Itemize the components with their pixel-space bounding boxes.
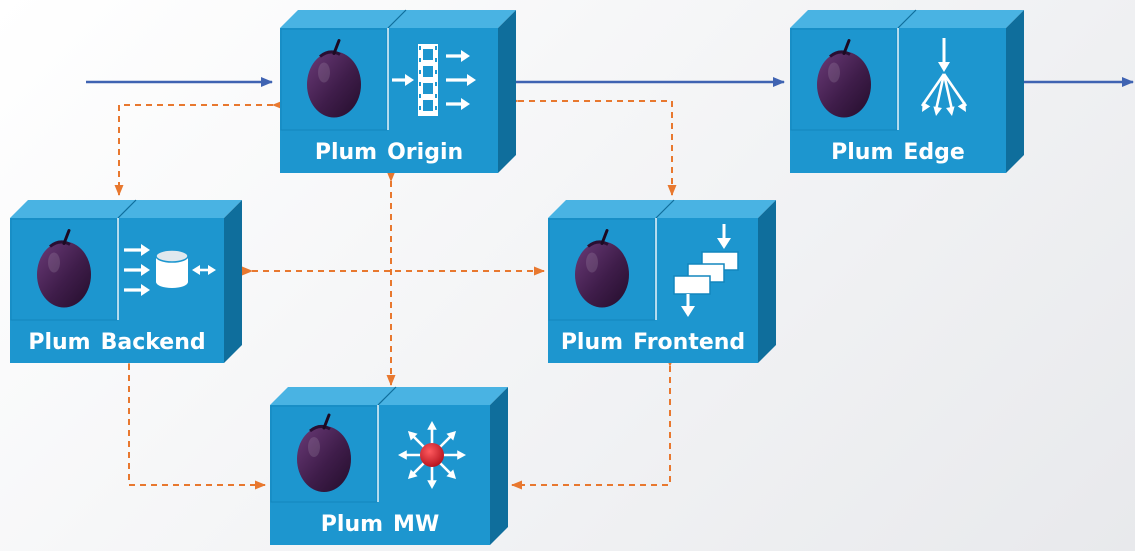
stacked-pages-icon	[673, 224, 739, 317]
node-label-word2: Edge	[903, 140, 964, 165]
node-side-face	[758, 200, 776, 363]
node-label: Plum Backend	[28, 330, 205, 355]
node-top-face	[270, 387, 508, 405]
node-label: Plum Frontend	[561, 330, 745, 355]
node-label: Plum MW	[321, 512, 439, 537]
backend-mw-connector	[124, 354, 266, 490]
node-edge: Plum Edge	[790, 9, 1024, 173]
node-side-face	[1006, 10, 1024, 173]
plum-icon	[307, 39, 361, 118]
node-label: Plum Edge	[831, 140, 965, 165]
node-top-face	[280, 10, 516, 28]
fan-out-arrows-icon	[920, 38, 968, 116]
node-label-word1: Plum	[315, 140, 377, 165]
node-top-face	[10, 200, 242, 218]
node-side-face	[224, 200, 242, 363]
node-label-word1: Plum	[28, 330, 90, 355]
database-icon	[124, 244, 216, 296]
node-backend: Plum Backend	[10, 199, 242, 363]
plum-icon	[37, 229, 91, 308]
node-label-word2: Origin	[387, 140, 463, 165]
plum-icon	[297, 413, 351, 492]
node-top-face	[548, 200, 776, 218]
node-label-word1: Plum	[831, 140, 893, 165]
node-label-word1: Plum	[561, 330, 623, 355]
node-mw: Plum MW	[270, 386, 508, 545]
dashed-connections	[114, 96, 677, 490]
node-label: Plum Origin	[315, 140, 463, 165]
node-side-face	[490, 387, 508, 545]
origin-backend-connector	[114, 100, 283, 196]
node-label-word2: Backend	[101, 330, 206, 355]
frontend-mw-connector	[511, 356, 675, 490]
origin-frontend-connector	[508, 96, 677, 196]
plum-icon	[575, 229, 629, 308]
node-label-word2: MW	[393, 512, 439, 537]
plum-icon	[817, 39, 871, 118]
film-stream-icon	[392, 44, 476, 116]
node-origin: Plum Origin	[280, 9, 516, 173]
node-label-word2: Frontend	[633, 330, 745, 355]
node-label-word1: Plum	[321, 512, 383, 537]
node-side-face	[498, 10, 516, 173]
hub-icon	[398, 421, 466, 489]
node-frontend: Plum Frontend	[548, 199, 776, 363]
